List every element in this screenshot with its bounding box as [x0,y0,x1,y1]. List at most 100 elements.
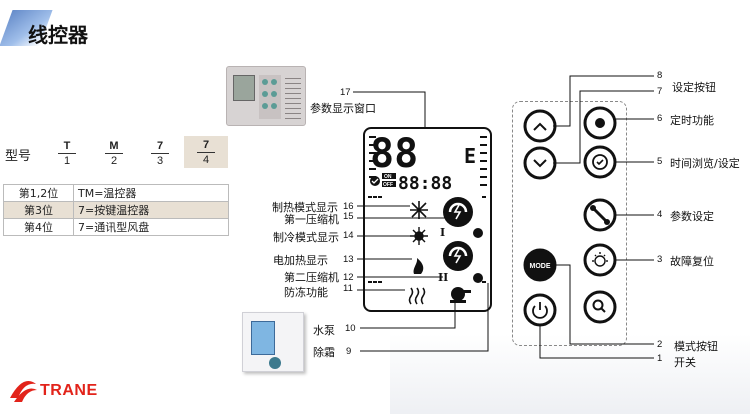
callout-label: 设定按钮 [672,81,716,94]
trane-wordmark: TRANE [40,382,98,399]
lcd-display [363,127,492,312]
spec-key: 第3位 [3,201,74,219]
callout-number: 5 [657,156,663,167]
spec-value: 7=按键温控器 [73,201,229,219]
controller-vent [285,75,301,119]
callout-label: 水泵 [313,324,335,337]
callout-label: 定时功能 [670,114,714,127]
panel-controller-photo [242,312,304,372]
callout-label: 除霜 [313,346,335,359]
controller-screen [233,75,255,101]
model-label: 型号 [5,149,32,164]
on-badge [382,173,396,179]
page-title: 线控器 [28,23,88,47]
on-label: ON [384,174,392,180]
model-code-index: 3 [151,153,169,168]
lcd-side-bars-right [480,136,487,186]
heating-mode-icon [410,201,428,219]
model-code-index: 2 [105,153,123,168]
callout-number: 8 [657,70,663,81]
callout-number: 6 [657,113,663,124]
search-button[interactable] [583,290,617,324]
callout-number: 13 [343,254,354,265]
timer-dot-icon [595,118,605,128]
cooling-mode-icon [410,227,428,245]
clock-icon [370,176,380,186]
background-gradient [390,334,750,414]
callout-label: 第一压缩机 [284,213,339,226]
callout-label: 制热模式显示 [272,201,338,214]
model-code-index: 4 [197,152,215,167]
model-code-letter: M [109,140,119,152]
callout-number: 14 [343,230,354,241]
model-code-letter: 7 [156,140,164,152]
wrench-icon [591,206,609,224]
callout-number: 3 [657,254,663,265]
panel-knob [269,357,281,369]
model-code-index: 1 [58,153,76,168]
search-icon [592,299,606,313]
water-pump-icon [450,287,471,303]
off-label: OFF [383,182,393,188]
callout-number: 4 [657,209,663,220]
callout-number: 11 [343,283,353,294]
panel-screen [251,321,275,355]
clock-face-icon [592,154,608,170]
antifreeze-icon [408,287,426,305]
page-header: 线控器 [0,0,750,60]
power-icon [532,302,548,319]
callout-number: 1 [657,353,663,364]
model-code-2: M 2 [92,137,136,169]
spec-value: 7=通讯型风盘 [73,218,229,236]
lcd-small-digits: 88:88 [398,173,452,194]
wired-controller-photo [226,66,306,126]
leader-lines-right [539,75,654,359]
model-code-letter: 7 [202,139,210,151]
callout-label: 参数显示窗口 [310,102,376,115]
mode-button-label: MODE [530,263,551,270]
callout-number: 16 [343,201,354,212]
down-arrow-button[interactable] [523,146,557,180]
chevron-up-icon [533,122,547,131]
lcd-unit: E [464,144,476,168]
callout-label: 制冷模式显示 [273,231,339,244]
stage-1-fan-icon [473,228,483,238]
off-badge [382,181,396,187]
callout-number: 2 [657,339,663,350]
spec-key: 第4位 [3,218,74,236]
callout-label: 模式按钮 [674,340,718,353]
lcd-dotted-bars [368,196,486,283]
lcd-big-digits: 88 [370,131,418,177]
fault-reset-icon [592,252,608,267]
model-code-letter: T [63,140,71,152]
up-arrow-button[interactable] [523,109,557,143]
model-code-4: 7 4 [184,136,228,168]
chevron-down-icon [533,159,547,168]
callout-number: 7 [657,86,663,97]
callout-number: 9 [346,346,352,357]
callout-number: 15 [343,211,354,222]
stage-2-label: II [438,271,448,284]
electric-heat-icon [413,258,424,274]
trane-logo-mark-icon [10,381,37,402]
callout-label: 时间浏览/设定 [670,157,740,170]
leader-lines-left [353,91,489,352]
stage-1-label: I [440,226,445,239]
spec-table: 第1,2位 TM=温控器 第3位 7=按键温控器 第4位 7=通讯型风盘 [3,184,229,236]
model-code-3: 7 3 [138,137,182,169]
spec-row: 第4位 7=通讯型风盘 [3,218,229,236]
fault-reset-button[interactable] [583,243,617,277]
callout-label: 防冻功能 [284,286,328,299]
callout-label: 故障复位 [670,255,714,268]
callout-number: 10 [345,323,356,334]
stage-2-fan-icon [473,273,483,283]
callout-label: 参数设定 [670,210,714,223]
callout-number: 17 [340,87,351,98]
callout-label: 第二压缩机 [284,271,339,284]
controller-buttons [259,75,281,119]
spec-row: 第3位 7=按键温控器 [3,201,229,219]
callout-number: 12 [343,272,354,283]
trane-logo: TRANE [6,376,136,406]
callout-label: 开关 [674,356,696,369]
